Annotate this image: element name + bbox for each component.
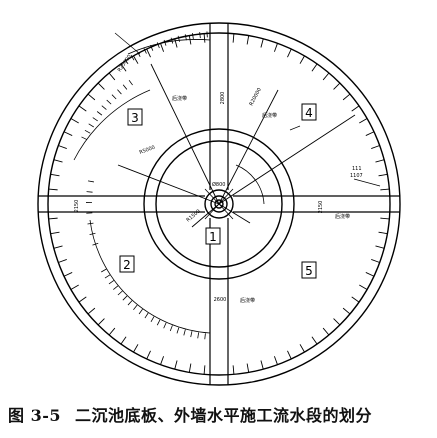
middle-ring-inner <box>155 140 283 268</box>
outer-wall-ticks <box>48 33 390 375</box>
segment-5: 5 <box>301 261 317 279</box>
figure-caption: 图 3-5 二沉池底板、外墙水平施工流水段的划分 <box>8 402 433 432</box>
center-column-core <box>210 195 228 213</box>
dimension-arcs <box>73 39 265 334</box>
segment-2-label: 2 <box>123 258 131 272</box>
bottom-band-dimension: 2600 <box>214 297 227 303</box>
right-note: 后浇带 <box>335 213 350 220</box>
center-thin-lines <box>204 188 234 220</box>
left-band-dimension: 2150 <box>74 200 80 213</box>
segment-4-label: 4 <box>305 106 313 120</box>
leader-lines <box>114 32 381 187</box>
right-band-dimension: 2150 <box>318 201 324 214</box>
edge-dimension-b: 1107 <box>350 173 363 179</box>
center-label: Ø800 <box>212 181 225 188</box>
top-note: 后浇带 <box>262 112 277 119</box>
outer-wall-inner-circle <box>47 32 391 376</box>
top-band-dimension: 2800 <box>220 92 226 105</box>
center-column-hole <box>214 199 224 209</box>
radius-label: R5000 <box>139 145 156 156</box>
outer-wall-circle <box>37 22 401 386</box>
segment-1: 1 <box>205 227 221 245</box>
construction-bands <box>38 23 400 385</box>
segment-2: 2 <box>119 255 135 273</box>
segment-3-label: 3 <box>131 111 139 125</box>
edge-dimension-a: 111 <box>352 166 362 172</box>
dimension-arc-ticks <box>81 31 208 340</box>
bottom-note: 后浇带 <box>240 297 255 304</box>
figure-number: 图 3-5 <box>8 406 61 425</box>
segment-1-label: 1 <box>209 230 217 244</box>
figure-title: 二沉池底板、外墙水平施工流水段的划分 <box>74 406 372 425</box>
segment-3: 3 <box>127 108 143 126</box>
radial-lines <box>117 63 356 228</box>
segment-4: 4 <box>301 103 317 121</box>
radial-dimension-b: R20000 <box>248 87 262 107</box>
center-column <box>204 189 234 219</box>
left-note: 后浇带 <box>172 95 187 102</box>
segment-5-label: 5 <box>305 264 313 278</box>
middle-ring-outer <box>143 128 295 280</box>
radial-dimension-a: R25000 <box>117 54 133 73</box>
